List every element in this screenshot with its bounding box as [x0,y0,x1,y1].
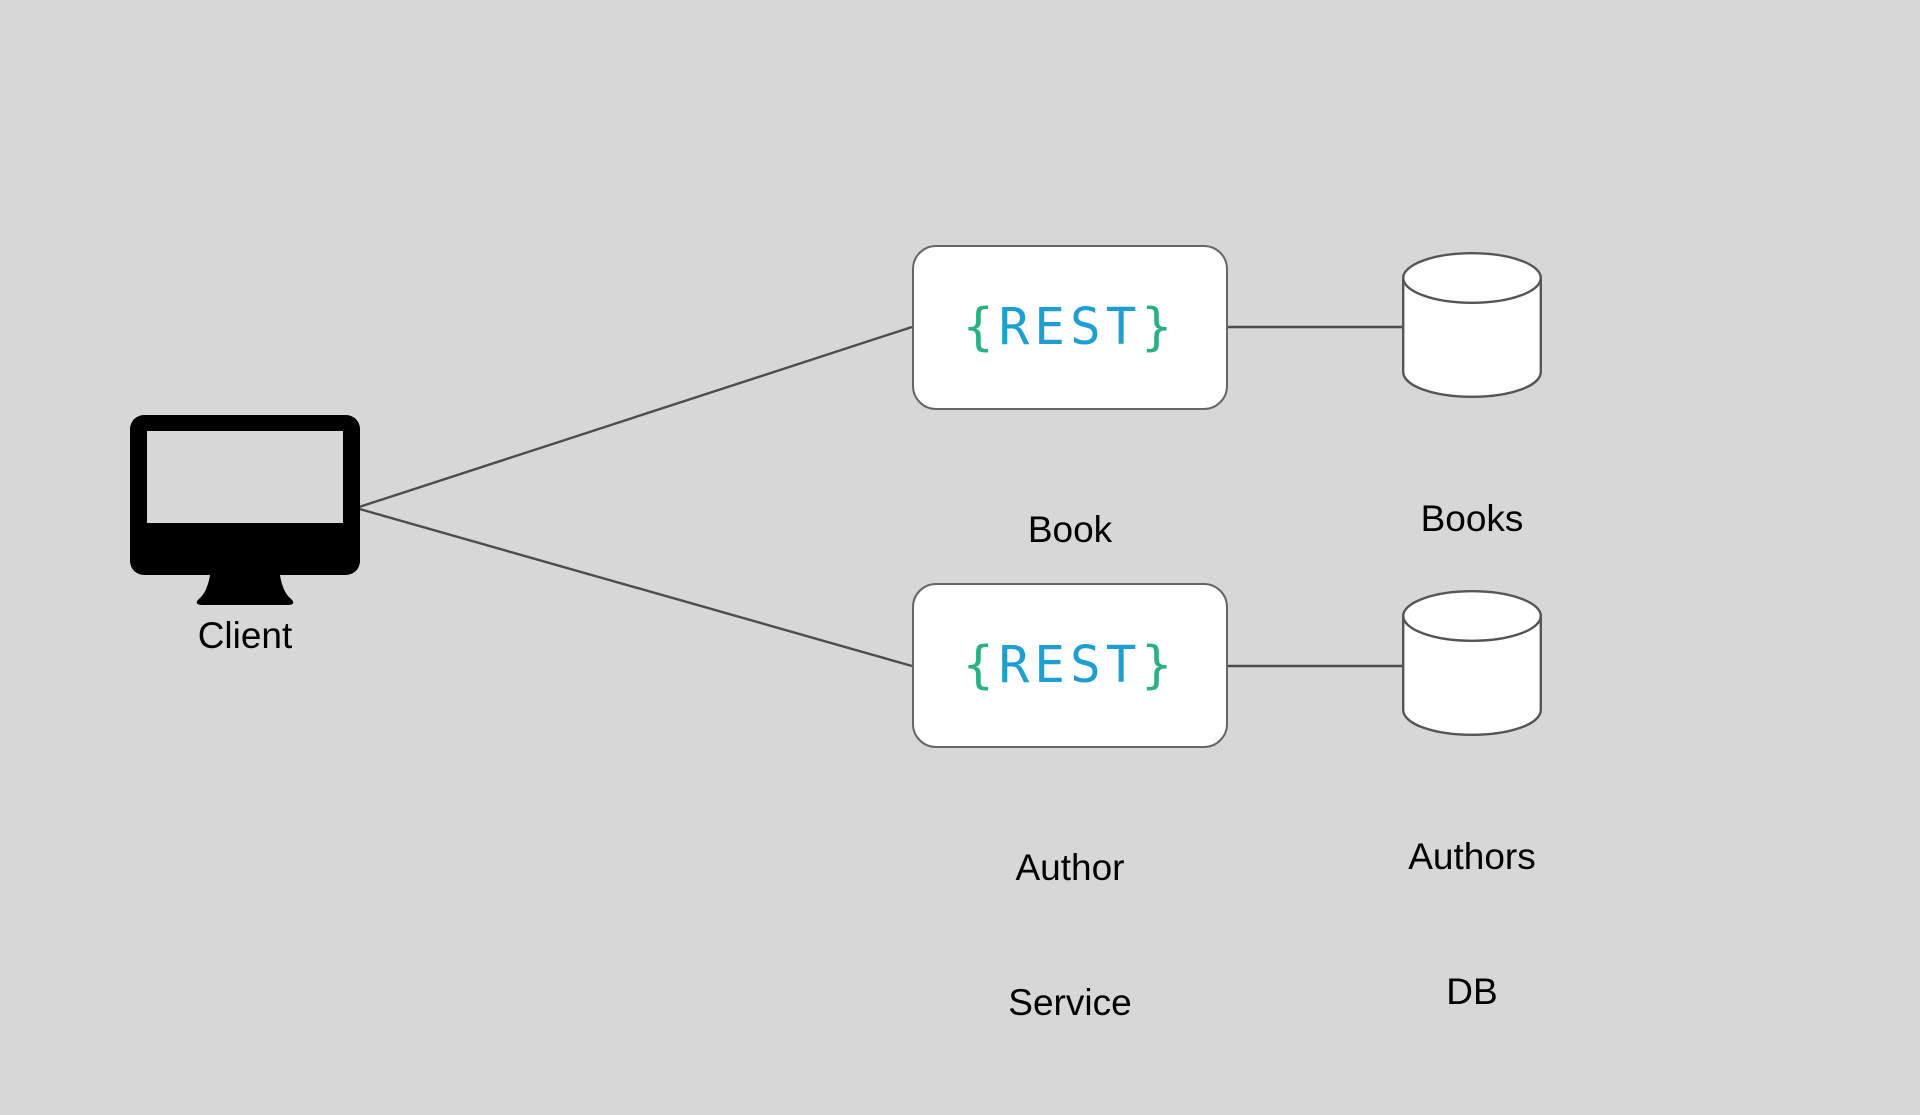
node-book-service[interactable]: {REST} Book Service [912,245,1228,685]
node-label-line2: DB [1446,971,1498,1012]
edge-client-to-author-service [355,506,913,668]
rest-api-icon: {REST} [963,640,1177,691]
node-label-authors-db: Authors DB [1408,744,1536,1104]
node-label-line1: Books [1420,498,1524,539]
rest-api-box-author-service[interactable]: {REST} [912,583,1228,748]
node-label-line1: Book [1027,509,1113,550]
node-label-author-service: Author Service [1008,755,1131,1115]
node-authors-db[interactable]: Authors DB [1402,590,1542,1012]
rest-api-icon: {REST} [963,302,1177,353]
node-label-client: Client [197,615,293,656]
rest-logo-text: REST [998,298,1142,357]
edge-client-to-book-service [355,325,913,510]
node-label-line1: Author [1015,847,1125,888]
rest-left-brace-icon: { [962,298,999,357]
node-client[interactable]: Client [130,415,360,656]
node-label-line1: Authors [1408,836,1536,877]
node-author-service[interactable]: {REST} Author Service [912,583,1228,1023]
rest-left-brace-icon: { [962,636,999,695]
rest-right-brace-icon: } [1141,636,1178,695]
node-label-line2: Service [1008,982,1132,1023]
rest-api-box-book-service[interactable]: {REST} [912,245,1228,410]
node-books-db[interactable]: Books DB [1402,252,1542,674]
rest-right-brace-icon: } [1141,298,1178,357]
rest-logo-text: REST [998,636,1142,695]
database-cylinder-icon [1402,590,1542,736]
database-cylinder-icon [1402,252,1542,398]
architecture-diagram-canvas: Client {REST} Book Service Books DB {RES… [130,245,1542,1023]
desktop-monitor-icon [130,415,360,605]
